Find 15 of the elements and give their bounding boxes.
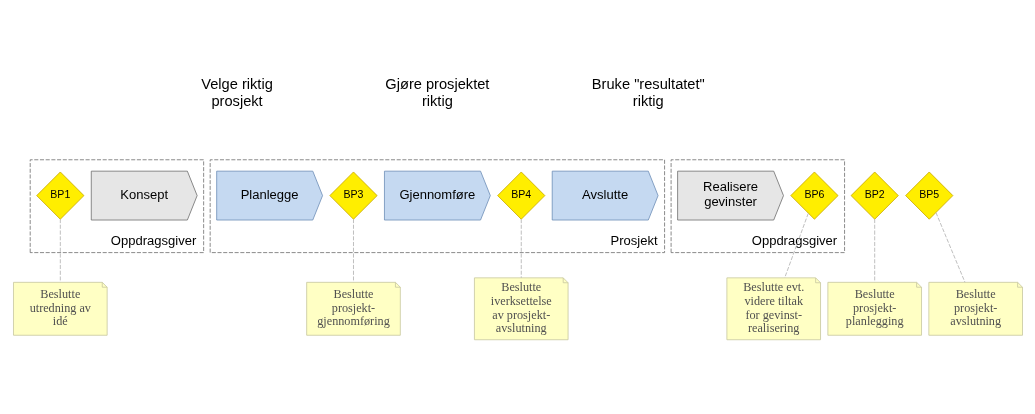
label: Velge riktig prosjekt <box>200 76 273 109</box>
node-diamond: BP2 <box>850 171 899 220</box>
connector <box>59 218 61 283</box>
label: Gjøre prosjektet riktig <box>384 76 489 109</box>
node-diamond: BP4 <box>496 171 545 220</box>
connector <box>520 218 522 279</box>
connector <box>873 218 875 283</box>
node-diamond: BP1 <box>35 171 84 220</box>
connector <box>935 212 965 283</box>
connector <box>352 218 354 283</box>
node-diamond: BP6 <box>789 171 838 220</box>
label: Bruke "resultatet" riktig <box>591 76 705 109</box>
node-diamond: BP5 <box>904 171 953 220</box>
connector <box>783 212 809 279</box>
node-diamond: BP3 <box>328 171 377 220</box>
